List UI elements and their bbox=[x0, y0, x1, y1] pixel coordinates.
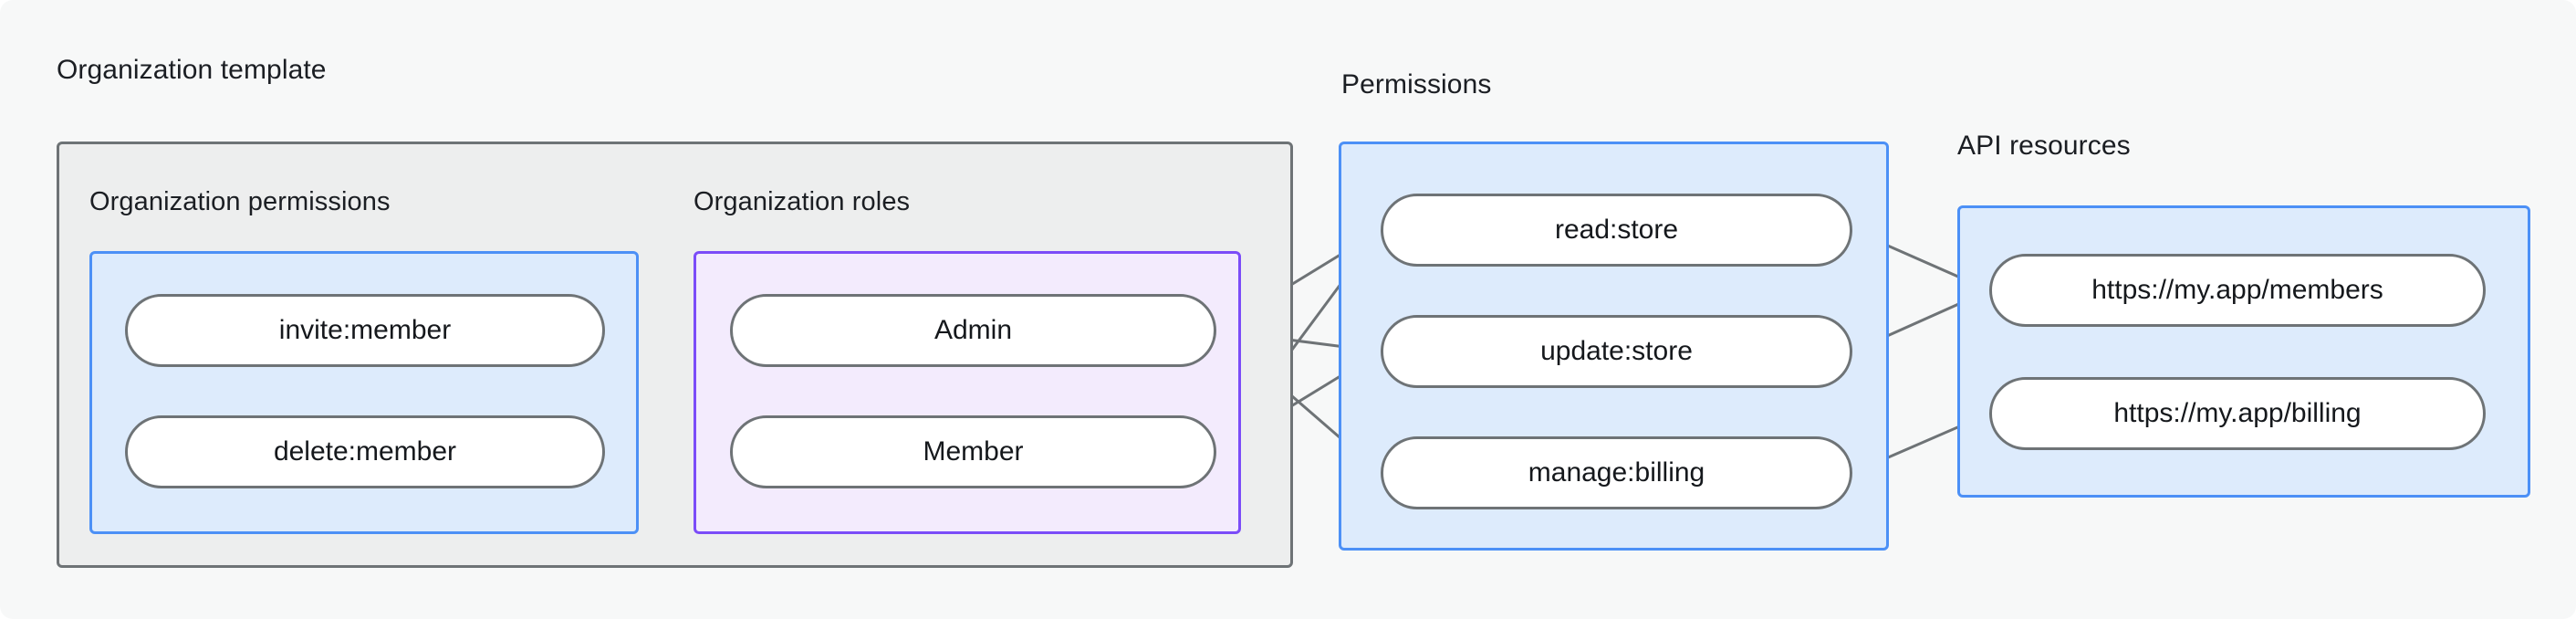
node-billing-url-label: https://my.app/billing bbox=[2113, 398, 2362, 428]
node-members-url[interactable]: https://my.app/members bbox=[1989, 254, 2486, 327]
node-admin[interactable]: Admin bbox=[730, 294, 1216, 367]
node-update-store-label: update:store bbox=[1540, 336, 1693, 366]
node-members-url-label: https://my.app/members bbox=[2091, 275, 2383, 305]
node-admin-label: Admin bbox=[933, 315, 1013, 345]
node-read-store-label: read:store bbox=[1554, 215, 1679, 245]
node-update-store[interactable]: update:store bbox=[1381, 315, 1852, 388]
caption-organization-template: Organization template bbox=[57, 55, 327, 85]
node-member[interactable]: Member bbox=[730, 415, 1216, 488]
node-delete-member-label: delete:member bbox=[273, 436, 457, 467]
node-billing-url[interactable]: https://my.app/billing bbox=[1989, 377, 2486, 450]
node-member-label: Member bbox=[923, 436, 1024, 467]
caption-organization-permissions: Organization permissions bbox=[89, 187, 391, 216]
node-delete-member[interactable]: delete:member bbox=[125, 415, 605, 488]
group-api-resources bbox=[1957, 205, 2530, 498]
node-invite-member[interactable]: invite:member bbox=[125, 294, 605, 367]
node-manage-billing[interactable]: manage:billing bbox=[1381, 436, 1852, 509]
caption-api-resources: API resources bbox=[1957, 131, 2131, 161]
node-manage-billing-label: manage:billing bbox=[1528, 457, 1705, 488]
node-read-store[interactable]: read:store bbox=[1381, 194, 1852, 267]
caption-permissions: Permissions bbox=[1341, 69, 1492, 100]
caption-organization-roles: Organization roles bbox=[694, 187, 911, 216]
node-invite-member-label: invite:member bbox=[278, 315, 452, 345]
